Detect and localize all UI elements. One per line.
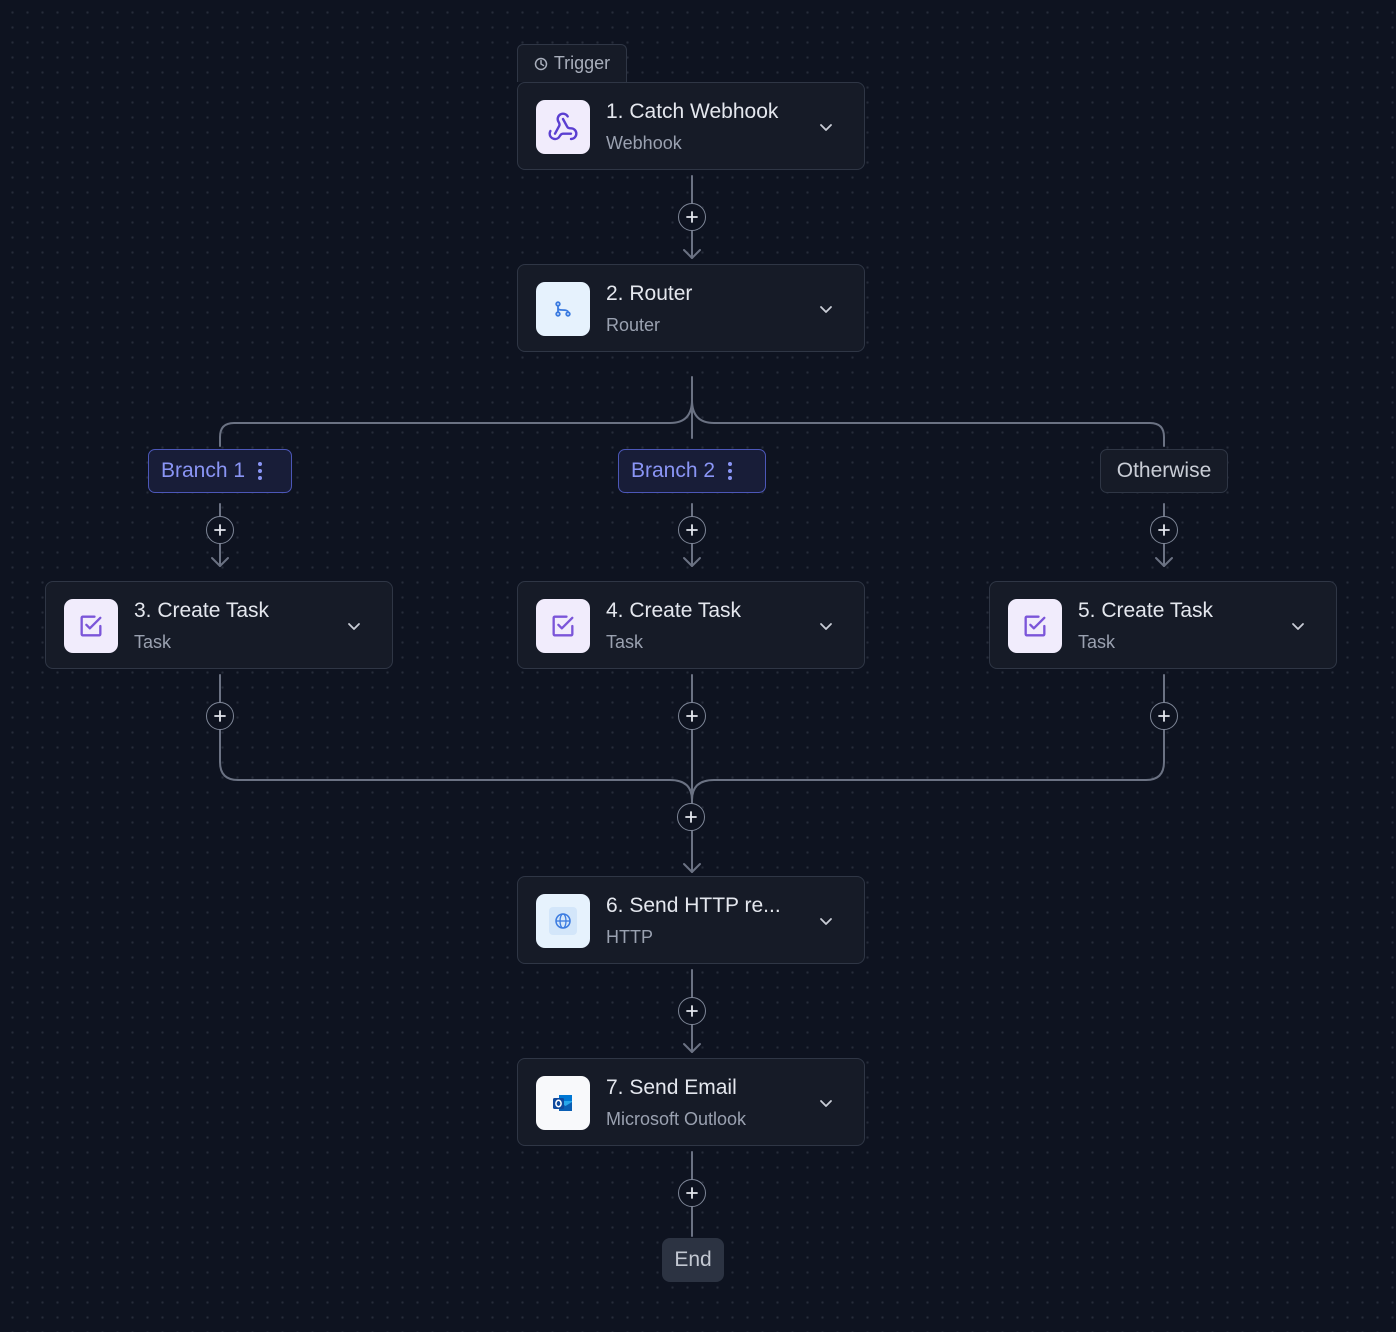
step-subtitle: Task: [134, 632, 172, 652]
step-title: 4. Create Task: [606, 599, 742, 622]
step-node-create-task-5[interactable]: 5. Create Task Task: [989, 581, 1337, 669]
step-title: 7. Send Email: [606, 1076, 737, 1099]
step-node-catch-webhook[interactable]: 1. Catch Webhook Webhook: [517, 82, 865, 170]
step-icon-box: [536, 100, 590, 154]
task-checkbox-icon: [552, 615, 574, 637]
step-title: 3. Create Task: [134, 599, 270, 622]
branch-name: Branch 2: [631, 459, 716, 482]
plus-icon: [214, 710, 226, 722]
step-title: 5. Create Task: [1078, 599, 1214, 622]
more-options-icon[interactable]: [727, 461, 733, 481]
chevron-down-icon[interactable]: [818, 618, 834, 634]
add-step-button[interactable]: [1150, 702, 1178, 730]
step-subtitle: Task: [606, 632, 644, 652]
plus-icon: [686, 710, 698, 722]
end-node: End: [662, 1238, 724, 1282]
step-node-send-email[interactable]: 7. Send Email Microsoft Outlook: [517, 1058, 865, 1146]
chevron-down-icon[interactable]: [818, 301, 834, 317]
plus-icon: [686, 524, 698, 536]
more-options-icon[interactable]: [257, 461, 263, 481]
branch-2-label[interactable]: Branch 2: [618, 449, 766, 493]
step-icon-box: [1008, 599, 1062, 653]
plus-icon: [1158, 524, 1170, 536]
trigger-icon: [534, 57, 548, 70]
globe-icon: [549, 907, 577, 935]
step-icon-box: [536, 894, 590, 948]
step-icon-box: [536, 282, 590, 336]
task-checkbox-icon: [1024, 615, 1046, 637]
add-step-button[interactable]: [206, 516, 234, 544]
branch-1-label[interactable]: Branch 1: [148, 449, 292, 493]
step-subtitle: Microsoft Outlook: [606, 1109, 747, 1129]
chevron-down-icon[interactable]: [818, 1095, 834, 1111]
chevron-down-icon[interactable]: [1290, 618, 1306, 634]
branch-otherwise-label[interactable]: Otherwise: [1100, 449, 1228, 493]
router-icon: [555, 301, 571, 317]
step-node-send-http[interactable]: 6. Send HTTP re... HTTP: [517, 876, 865, 964]
plus-icon: [685, 811, 697, 823]
trigger-label: Trigger: [553, 53, 611, 73]
step-title: 6. Send HTTP re...: [606, 894, 781, 917]
step-subtitle: Router: [606, 315, 661, 335]
step-icon-box: [536, 1076, 590, 1130]
plus-icon: [686, 211, 698, 223]
end-label: End: [674, 1248, 712, 1271]
step-subtitle: Webhook: [606, 133, 682, 153]
trigger-tab: Trigger: [517, 44, 627, 82]
plus-icon: [686, 1187, 698, 1199]
branch-name: Otherwise: [1116, 459, 1212, 482]
step-subtitle: HTTP: [606, 927, 653, 947]
step-icon-box: [64, 599, 118, 653]
plus-icon: [214, 524, 226, 536]
step-node-router[interactable]: 2. Router Router: [517, 264, 865, 352]
plus-icon: [1158, 710, 1170, 722]
add-step-button[interactable]: [678, 516, 706, 544]
add-step-button[interactable]: [678, 1179, 706, 1207]
add-step-button[interactable]: [678, 203, 706, 231]
add-step-button[interactable]: [206, 702, 234, 730]
add-step-button[interactable]: [678, 997, 706, 1025]
task-checkbox-icon: [80, 615, 102, 637]
outlook-icon: [553, 1095, 572, 1111]
add-step-button[interactable]: [1150, 516, 1178, 544]
chevron-down-icon[interactable]: [346, 618, 362, 634]
plus-icon: [686, 1005, 698, 1017]
step-node-create-task-3[interactable]: 3. Create Task Task: [45, 581, 393, 669]
step-title: 1. Catch Webhook: [606, 100, 779, 123]
step-icon-box: [536, 599, 590, 653]
step-title: 2. Router: [606, 282, 693, 305]
step-node-create-task-4[interactable]: 4. Create Task Task: [517, 581, 865, 669]
add-step-button[interactable]: [678, 702, 706, 730]
chevron-down-icon[interactable]: [818, 913, 834, 929]
add-step-button[interactable]: [677, 803, 705, 831]
step-subtitle: Task: [1078, 632, 1116, 652]
chevron-down-icon[interactable]: [818, 119, 834, 135]
webhook-icon: [548, 112, 578, 141]
branch-name: Branch 1: [161, 459, 246, 482]
